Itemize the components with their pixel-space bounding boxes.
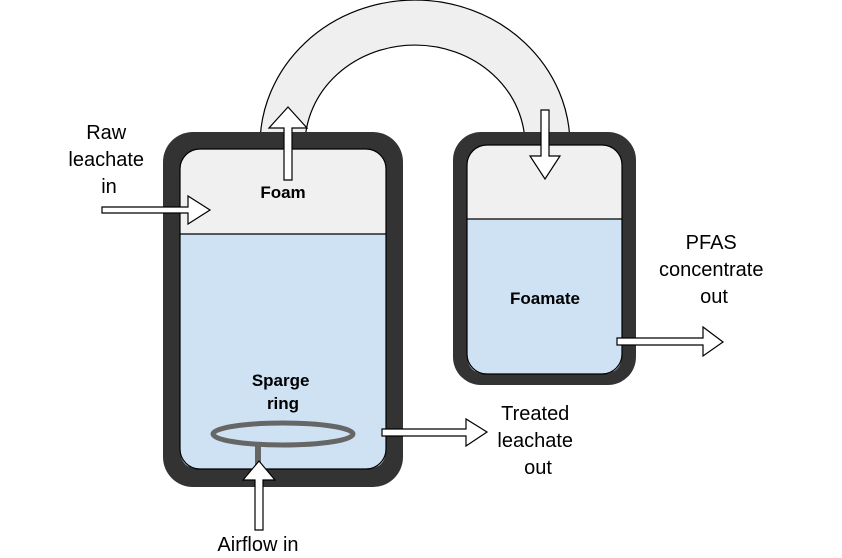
raw-leachate-label: Raw leachate in	[68, 122, 149, 198]
leachate-liquid	[180, 234, 386, 469]
airflow-inlet-arrow	[241, 460, 277, 531]
sparge-ring	[210, 420, 356, 448]
vessel-inner-outline	[179, 148, 387, 470]
sparge-ring-label: Sparge ring	[252, 371, 314, 413]
treated-leachate-outlet-arrow	[381, 417, 489, 448]
foam-descend-arrow	[528, 109, 562, 181]
foamate-label: Foamate	[510, 289, 580, 308]
pfas-concentrate-outlet-arrow	[616, 325, 725, 358]
foam-label: Foam	[260, 183, 305, 202]
foamate-liquid	[467, 219, 622, 374]
foam-rise-arrow	[267, 106, 309, 181]
foamate-vessel	[453, 132, 636, 385]
raw-leachate-inlet-arrow	[101, 194, 212, 226]
air-supply-pipe	[255, 442, 261, 469]
fractionation-vessel	[163, 132, 403, 487]
pfas-concentrate-label: PFAS concentrate out	[659, 232, 769, 308]
foam-transfer-pipe	[259, 0, 571, 146]
treated-leachate-label: Treated leachate out	[497, 403, 578, 479]
airflow-in-label: Airflow in	[217, 534, 298, 556]
